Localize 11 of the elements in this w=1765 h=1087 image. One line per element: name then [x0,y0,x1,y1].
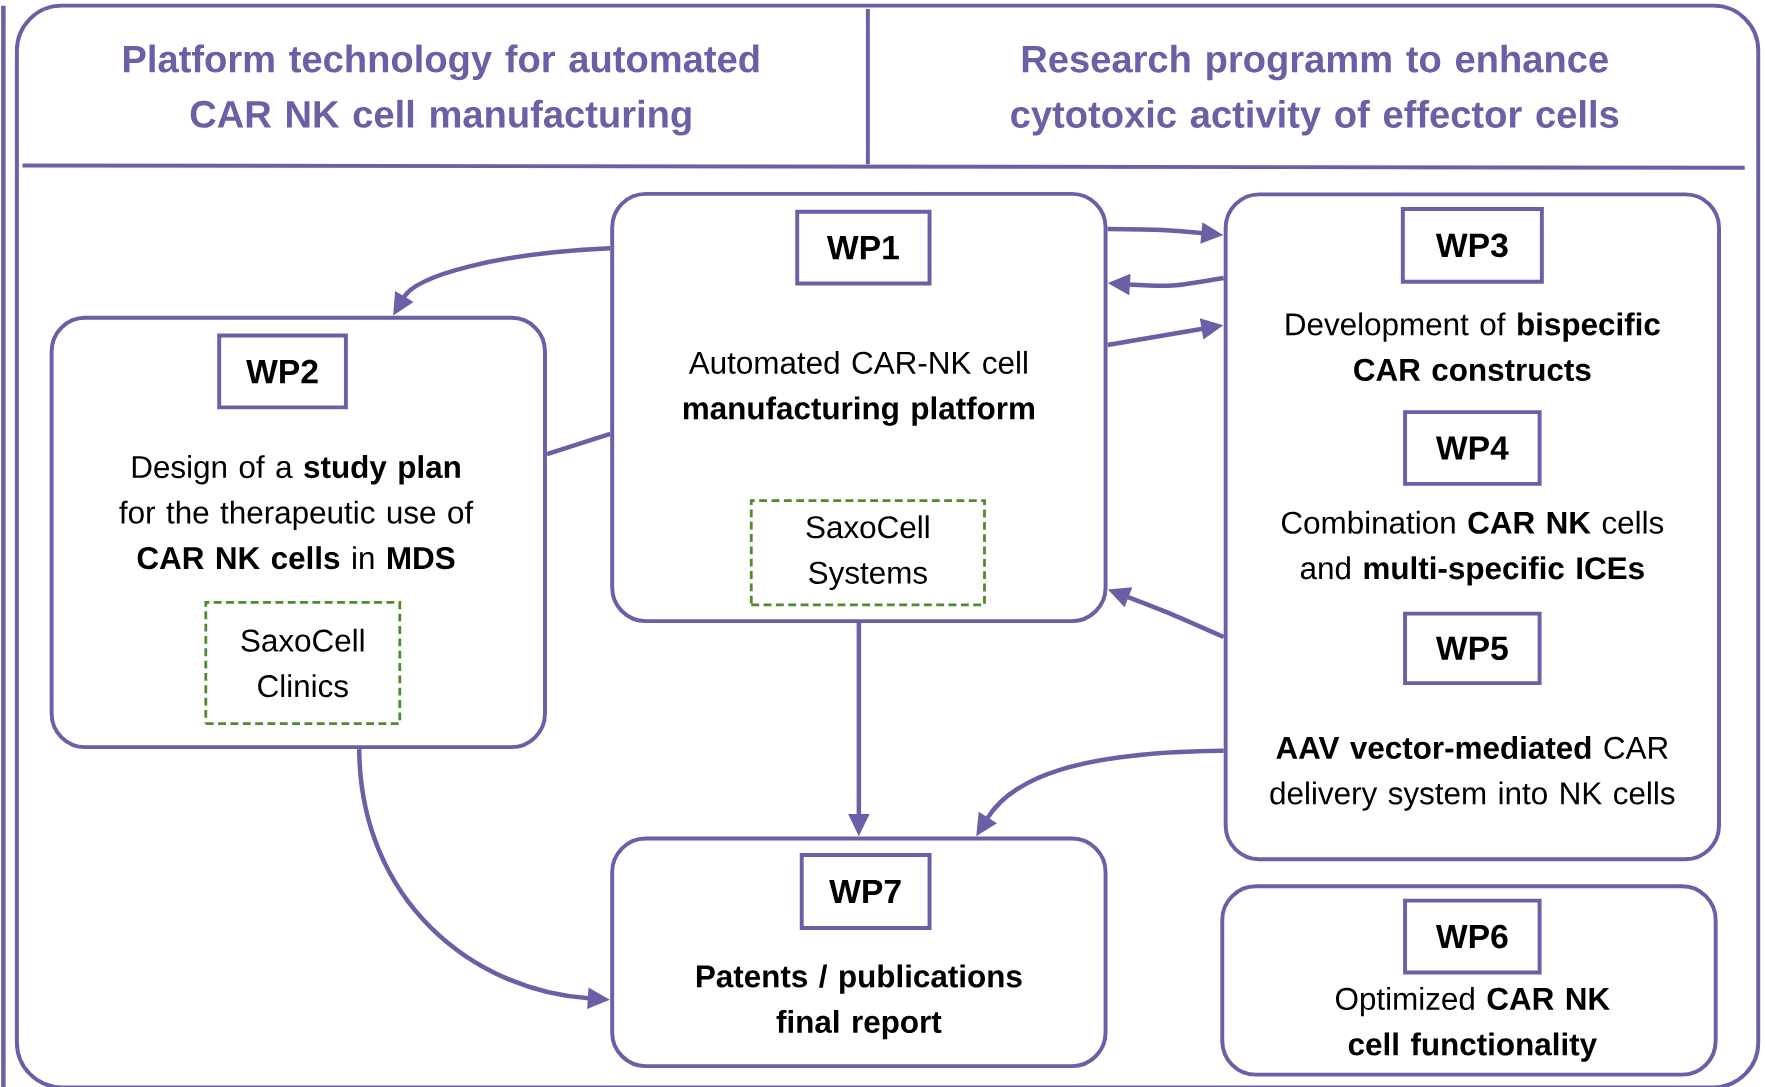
heading-cell: Platform technology for automated CAR NK cell manufacturing [124,44,759,136]
wp-box: WP4 [1403,410,1542,486]
wp-box: WP1 [795,209,932,286]
wp-box: WP6 [1403,898,1542,975]
wp-box: WP5 [1403,611,1542,685]
cluster-box: SaxoCell Systems [749,499,986,607]
wp-box: WP2 [217,333,348,410]
heading-cell: Research programm to enhance cytotoxic activity of effector cells [1011,44,1619,136]
wp-box: WP3 [1400,206,1544,284]
cluster-box: SaxoCell Clinics [204,600,402,725]
wp-box: WP7 [799,852,932,930]
